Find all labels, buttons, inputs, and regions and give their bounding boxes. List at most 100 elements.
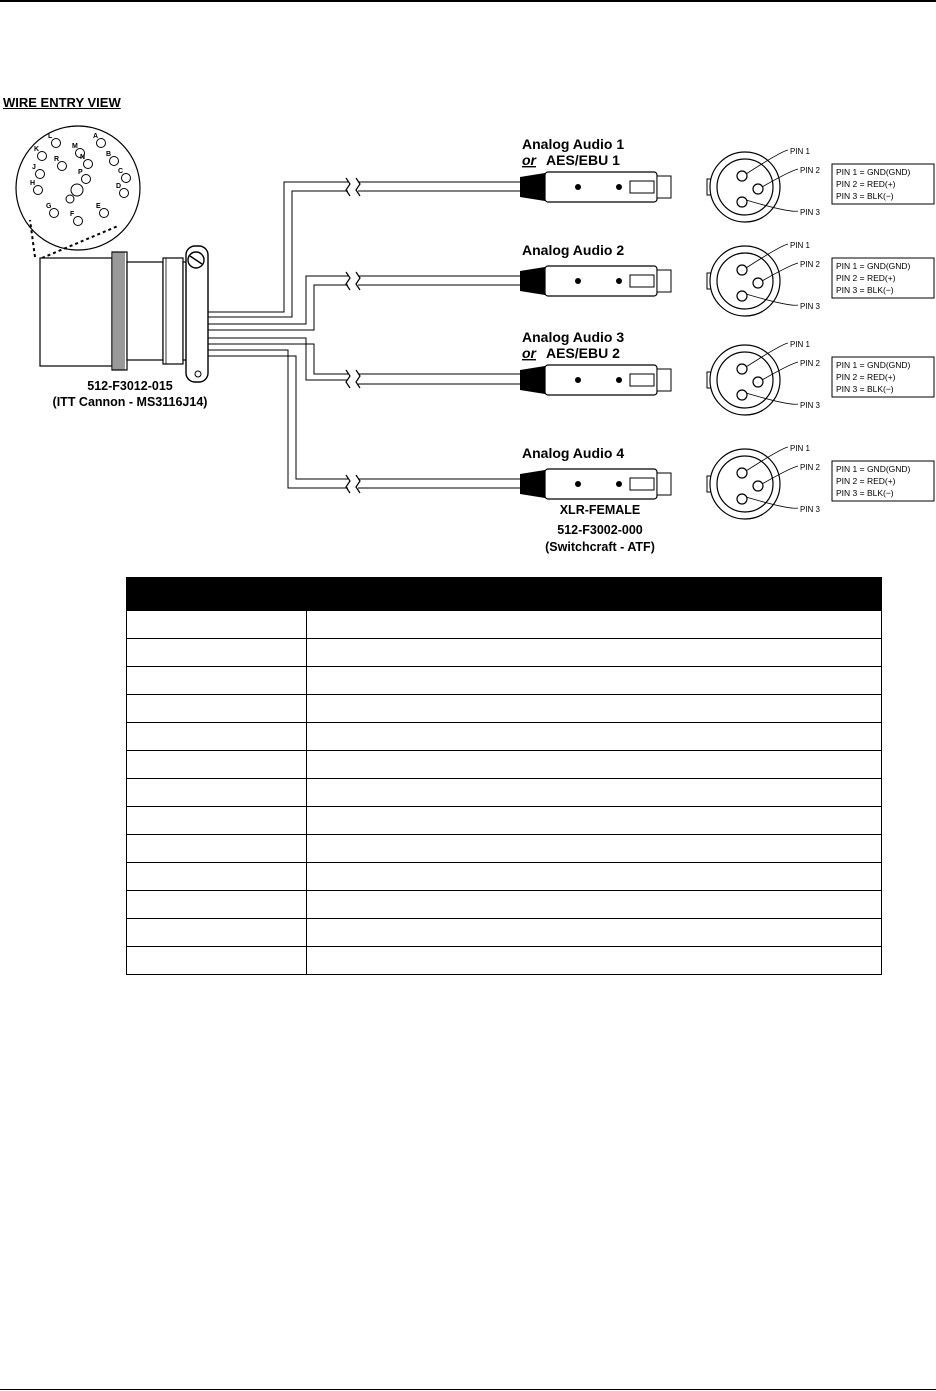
wire-entry-view-heading: WIRE ENTRY VIEW [3, 95, 121, 110]
pin-hole [57, 161, 67, 171]
pin-hole [73, 216, 83, 226]
table-cell [126, 638, 307, 667]
xlr-pin [752, 480, 764, 492]
table-row [126, 750, 882, 779]
xlr-pin [736, 389, 748, 401]
top-rule [0, 0, 936, 2]
xlr-pin [736, 493, 748, 505]
pin-letter: E [96, 203, 101, 210]
cable-runs [208, 181, 520, 489]
multipin-part-number: 512-F3012-015 [87, 379, 173, 393]
pin-assignment-table [126, 577, 882, 975]
pin-letter: L [48, 133, 53, 140]
xlr-pin [736, 467, 748, 479]
pin-legend-line: PIN 2 = RED(+) [836, 273, 896, 283]
pin-hole [96, 138, 106, 148]
pin-legend: PIN 1 = GND(GND) PIN 2 = RED(+) PIN 3 = BL… [831, 163, 935, 205]
table-cell [306, 666, 882, 695]
channel-label: Analog Audio 1 [522, 136, 624, 152]
table-row [126, 890, 882, 919]
channel-label: Analog Audio 2 [522, 242, 624, 258]
table-cell [126, 918, 307, 947]
pin-hole [75, 148, 85, 158]
table-cell [306, 722, 882, 751]
channel-label: Analog Audio 4 [522, 445, 624, 461]
pin-letter: A [93, 133, 98, 140]
pin-letter: D [116, 183, 121, 190]
pin-legend-line: PIN 2 = RED(+) [836, 372, 896, 382]
table-cell [306, 694, 882, 723]
pin-legend-line: PIN 3 = BLK(−) [836, 191, 894, 201]
table-row [126, 610, 882, 639]
xlr-description: (Switchcraft - ATF) [545, 540, 655, 554]
pin-legend-line: PIN 1 = GND(GND) [836, 464, 911, 474]
pin-legend-line: PIN 2 = RED(+) [836, 179, 896, 189]
multipin-connector-body [39, 245, 209, 383]
xlr-pin-label: PIN 3 [800, 505, 821, 514]
table-cell [306, 862, 882, 891]
table-cell [126, 862, 307, 891]
pin-letter: B [106, 151, 111, 158]
pin-hole [51, 138, 61, 148]
xlr-pin-label: PIN 2 [800, 166, 821, 175]
table-cell [126, 778, 307, 807]
table-row [126, 694, 882, 723]
view-guide-line [41, 225, 119, 259]
xlr-pin [752, 277, 764, 289]
pin-hole [33, 185, 43, 195]
xlr-pin [736, 196, 748, 208]
pin-legend: PIN 1 = GND(GND)PIN 2 = RED(+)PIN 3 = BL… [831, 460, 935, 502]
channel-label: Analog Audio 3 [522, 329, 624, 345]
pin-hole [109, 156, 119, 166]
cable-break-marks [345, 177, 361, 494]
table-cell [126, 806, 307, 835]
table-cell [126, 750, 307, 779]
xlr-pin [752, 183, 764, 195]
table-cell [126, 694, 307, 723]
pin-legend-line: PIN 3 = BLK(−) [836, 285, 894, 295]
xlr-pin [752, 376, 764, 388]
pin-letter: F [70, 211, 75, 218]
table-cell [306, 778, 882, 807]
table-cell [126, 722, 307, 751]
pin-letter: P [78, 169, 83, 176]
table-cell [126, 666, 307, 695]
channel-alt-label: AES/EBU 2 [546, 345, 620, 361]
pin-legend-line: PIN 1 = GND(GND) [836, 167, 911, 177]
pin-letter: H [30, 180, 35, 187]
table-cell [306, 946, 882, 975]
xlr-plug [520, 171, 672, 203]
pin-hole [65, 194, 75, 204]
table-cell [306, 750, 882, 779]
xlr-pin-label: PIN 1 [790, 241, 811, 250]
pin-legend: PIN 1 = GND(GND) PIN 2 = RED(+) PIN 3 = BL… [831, 257, 935, 299]
table-row [126, 834, 882, 863]
pin-legend-line: PIN 2 = RED(+) [836, 476, 896, 486]
xlr-part-number: 512-F3002-000 [557, 523, 643, 537]
table-cell [126, 946, 307, 975]
pin-hole [37, 151, 47, 161]
xlr-type: XLR-FEMALE [560, 503, 641, 517]
view-guide-line [29, 219, 36, 258]
center-pin [70, 183, 84, 197]
table-row [126, 918, 882, 947]
table-cell [126, 890, 307, 919]
pin-hole [35, 169, 45, 179]
table-header-cell [126, 577, 307, 611]
table-cell [126, 834, 307, 863]
pin-hole [49, 208, 59, 218]
pin-legend-line: PIN 1 = GND(GND) [836, 261, 911, 271]
xlr-pin [736, 264, 748, 276]
xlr-pin-label: PIN 2 [800, 260, 821, 269]
pin-legend-line: PIN 3 = BLK(−) [836, 384, 894, 394]
channel-or-label: or [522, 152, 538, 168]
xlr-pin-label: PIN 3 [800, 208, 821, 217]
pin-hole [121, 173, 131, 183]
pin-legend-line: PIN 1 = GND(GND) [836, 360, 911, 370]
